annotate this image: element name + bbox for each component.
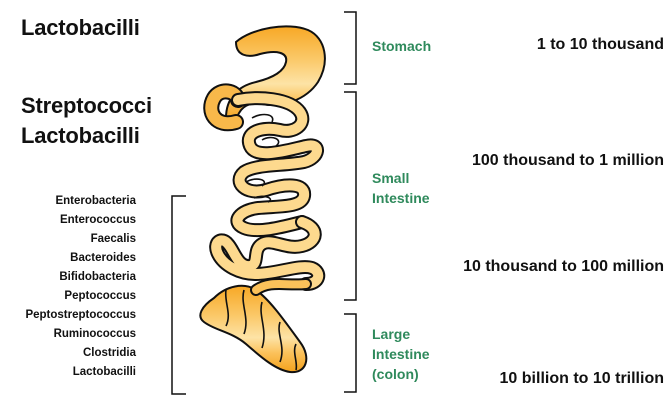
bacteria-item: Bifidobacteria	[0, 268, 136, 287]
large-intestine-count: 10 billion to 10 trillion	[500, 370, 664, 388]
large-intestine-bracket	[344, 314, 356, 392]
stomach-bracket	[344, 12, 356, 84]
large-intestine-label-line-3: (colon)	[372, 364, 430, 384]
small-intestine-bacteria-2: Lactobacilli	[21, 122, 140, 150]
small-intestine-label-line-1: Small	[372, 168, 430, 188]
bacteria-item: Peptostreptococcus	[0, 306, 136, 325]
small-intestine-bacteria-1: Streptococci	[21, 92, 152, 120]
stomach-label: Stomach	[372, 36, 431, 56]
small-intestine-label: Small Intestine	[372, 168, 430, 208]
large-intestine-shape	[200, 284, 306, 372]
bacteria-item: Lactobacilli	[0, 363, 136, 382]
bacteria-item: Clostridia	[0, 344, 136, 363]
stomach-shape	[226, 26, 325, 122]
large-intestine-label-line-1: Large	[372, 324, 430, 344]
small-intestine-label-line-2: Intestine	[372, 188, 430, 208]
colon-bacteria-bracket	[172, 196, 186, 394]
bacteria-item: Bacteroides	[0, 249, 136, 268]
small-intestine-count-upper: 100 thousand to 1 million	[472, 152, 664, 170]
small-intestine-bracket	[344, 92, 356, 300]
stomach-count: 1 to 10 thousand	[537, 36, 664, 54]
bacteria-item: Enterococcus	[0, 211, 136, 230]
bacteria-item: Peptococcus	[0, 287, 136, 306]
large-intestine-label: Large Intestine (colon)	[372, 324, 430, 384]
large-intestine-label-line-2: Intestine	[372, 344, 430, 364]
stomach-bacteria: Lactobacilli	[21, 14, 140, 42]
small-intestine-count-lower: 10 thousand to 100 million	[463, 258, 664, 276]
bacteria-item: Enterobacteria	[0, 192, 136, 211]
bacteria-item: Ruminococcus	[0, 325, 136, 344]
large-intestine-bacteria-list: Enterobacteria Enterococcus Faecalis Bac…	[0, 192, 136, 382]
bacteria-item: Faecalis	[0, 230, 136, 249]
